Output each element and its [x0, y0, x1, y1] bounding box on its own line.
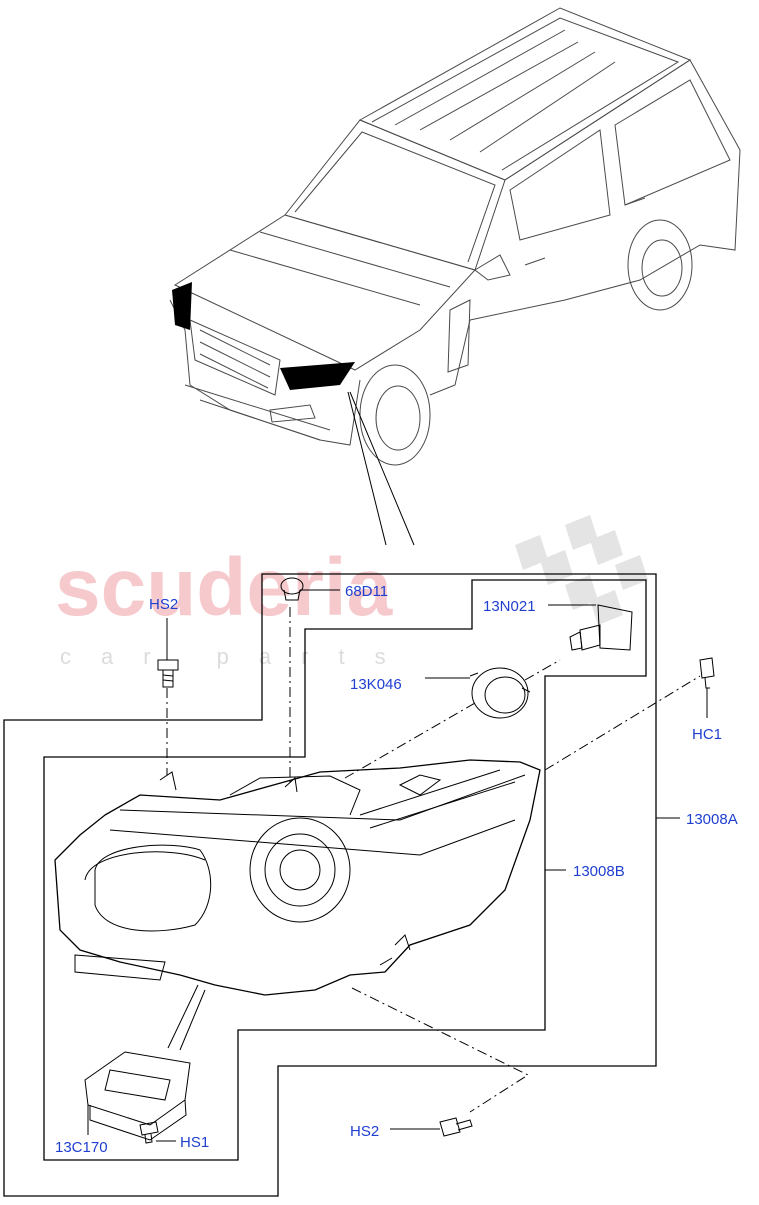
label-13n021: 13N021	[483, 598, 536, 615]
right-headlamp-highlight	[280, 362, 355, 390]
label-hs2-top: HS2	[149, 596, 178, 613]
watermark-brand: scuderia	[55, 542, 394, 633]
watermark-sub: car parts	[60, 644, 416, 669]
screw-icon	[139, 1121, 159, 1144]
dust-cap-icon	[280, 577, 304, 601]
label-hs2-bottom: HS2	[350, 1123, 379, 1140]
left-headlamp-highlight	[172, 282, 192, 330]
bulb-cover-icon	[469, 667, 531, 719]
headlamp-assembly	[54, 759, 541, 996]
label-13008a: 13008A	[686, 811, 738, 828]
label-hs1: HS1	[180, 1134, 209, 1151]
screw-icon	[439, 1117, 473, 1137]
label-13008b: 13008B	[573, 863, 625, 880]
watermark: scuderia car parts	[55, 515, 648, 669]
bracket-13008a	[3, 573, 657, 1197]
checkered-flag-icon	[515, 515, 648, 625]
control-module-icon	[84, 1051, 191, 1141]
label-13c170: 13C170	[55, 1139, 108, 1156]
vehicle-illustration	[169, 7, 741, 466]
bracket-13008b	[43, 579, 647, 1161]
bulb-icon	[569, 604, 633, 651]
label-68d11: 68D11	[345, 583, 388, 600]
label-13k046: 13K046	[350, 676, 402, 693]
label-hc1: HC1	[692, 726, 722, 743]
screw-icon	[157, 659, 179, 688]
clip-icon	[699, 657, 715, 689]
